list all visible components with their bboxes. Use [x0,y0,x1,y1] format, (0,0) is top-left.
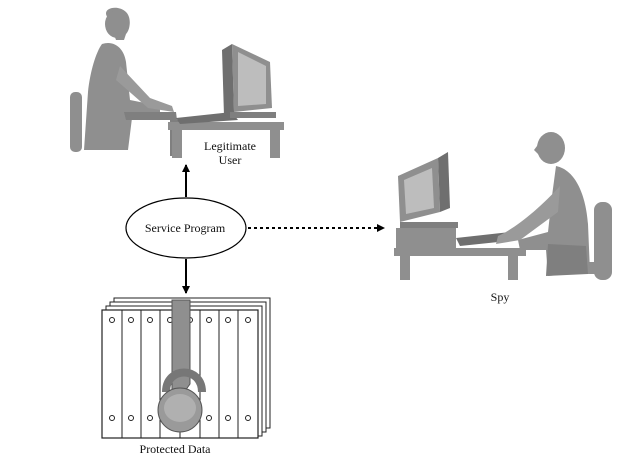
spy-label: Spy [490,290,510,304]
legitimate-user-label-line2: User [218,153,242,167]
desk-icon [394,228,526,280]
monitor-icon [398,152,458,228]
legitimate-user-label-line1: Legitimate [204,139,256,153]
monitor-icon [222,44,276,118]
desk-icon [168,122,284,158]
service-program-node [125,197,247,259]
padlock-icon [157,299,206,433]
service-program-label: Service Program [144,221,226,235]
person-icon [84,7,180,156]
protected-data-label: Protected Data [139,442,211,456]
keyboard-icon [176,112,238,124]
person-icon [496,132,590,276]
spy-illustration [394,132,612,280]
chair-icon [70,92,82,152]
protected-data-illustration [101,297,271,439]
legitimate-user-illustration [70,7,284,158]
